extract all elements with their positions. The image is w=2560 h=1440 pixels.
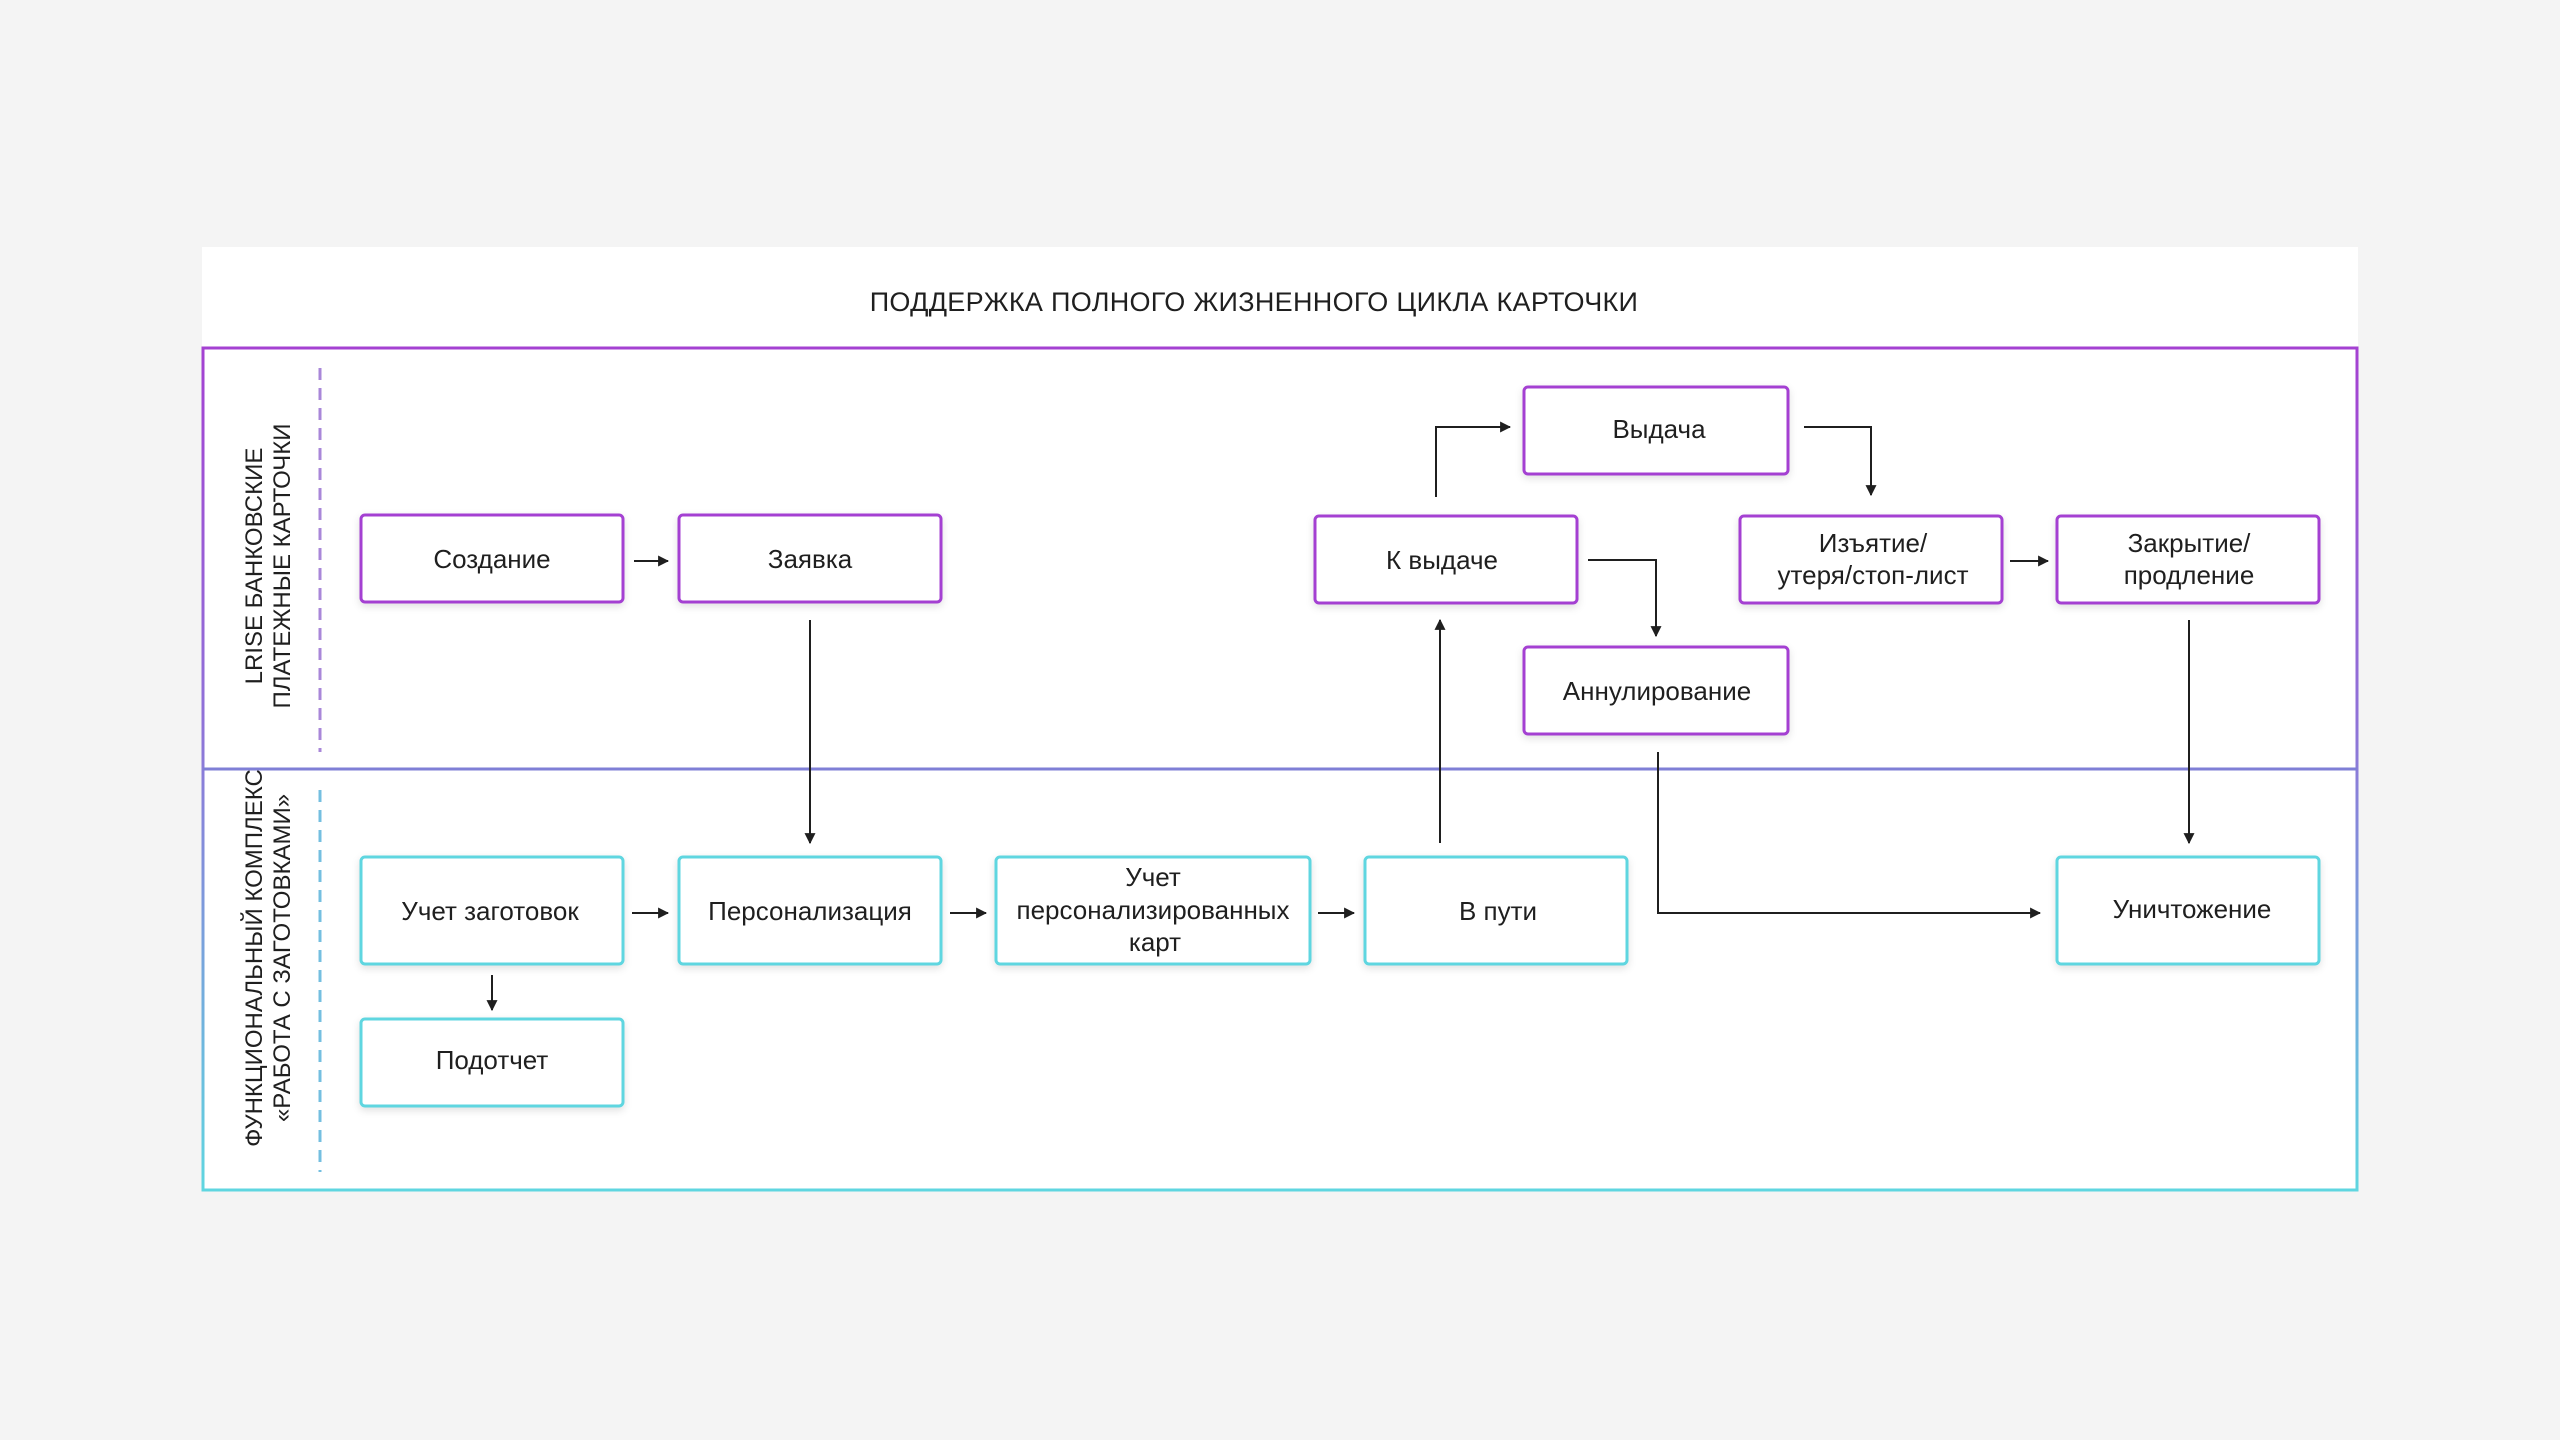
node-v-puti-label: В пути	[1459, 896, 1537, 926]
bottom-lane-label: ФУНКЦИОНАЛЬНЫЙ КОМПЛЕКС «РАБОТА С ЗАГОТО…	[240, 769, 296, 1147]
node-zakrytie-label-line1: Закрытие/	[2128, 528, 2252, 558]
arrow-k-vydache-to-vydacha	[1435, 421, 1512, 497]
node-izyatie[interactable]: Изъятие/ утеря/стоп-лист	[1738, 514, 2004, 605]
node-zakrytie[interactable]: Закрытие/ продление	[2055, 514, 2321, 605]
connectors	[486, 421, 2195, 1012]
top-lane-label-line2: ПЛАТЕЖНЫЕ КАРТОЧКИ	[269, 423, 296, 708]
node-zayavka[interactable]: Заявка	[677, 513, 943, 604]
arrow-annulirovanie-to-unichtozhenie	[1657, 752, 2042, 919]
node-izyatie-label-line2: утеря/стоп-лист	[1778, 560, 1969, 590]
bottom-lane-label-line1: ФУНКЦИОНАЛЬНЫЙ КОМПЛЕКС	[240, 769, 268, 1147]
node-k-vydache-label: К выдаче	[1386, 545, 1498, 575]
node-v-puti[interactable]: В пути	[1363, 855, 1629, 966]
node-uchet-zagotovok[interactable]: Учет заготовок	[359, 855, 625, 966]
bottom-lane-label-line2: «РАБОТА С ЗАГОТОВКАМИ»	[269, 794, 296, 1122]
node-vydacha-label: Выдача	[1612, 414, 1706, 444]
node-uchet-zagotovok-label: Учет заготовок	[401, 896, 579, 926]
node-unichtozhenie-label: Уничтожение	[2113, 894, 2272, 924]
node-uchet-pers-label-line2: персонализированных	[1016, 895, 1289, 925]
node-uchet-pers-label-line1: Учет	[1125, 862, 1181, 892]
node-uchet-pers[interactable]: Учет персонализированных карт	[994, 855, 1312, 966]
node-zakrytie-label-line2: продление	[2124, 560, 2255, 590]
node-personalizaciya[interactable]: Персонализация	[677, 855, 943, 966]
node-sozdanie-label: Создание	[433, 544, 550, 574]
top-lane-label: LRISE БАНКОВСКИЕ ПЛАТЕЖНЫЕ КАРТОЧКИ	[241, 423, 296, 708]
node-zayavka-label: Заявка	[768, 544, 853, 574]
diagram-title: ПОДДЕРЖКА ПОЛНОГО ЖИЗНЕННОГО ЦИКЛА КАРТО…	[870, 287, 1639, 317]
node-personalizaciya-label: Персонализация	[708, 896, 912, 926]
node-k-vydache[interactable]: К выдаче	[1313, 514, 1579, 605]
node-izyatie-label-line1: Изъятие/	[1819, 528, 1928, 558]
node-vydacha[interactable]: Выдача	[1522, 385, 1790, 476]
node-podotchet[interactable]: Подотчет	[359, 1017, 625, 1108]
arrow-vydacha-to-izyatie	[1804, 426, 1877, 497]
arrow-k-vydache-to-annulirovanie	[1588, 559, 1662, 638]
node-annulirovanie-label: Аннулирование	[1563, 676, 1751, 706]
node-uchet-pers-label-line3: карт	[1129, 927, 1181, 957]
node-annulirovanie[interactable]: Аннулирование	[1522, 645, 1790, 736]
top-lane-label-line1: LRISE БАНКОВСКИЕ	[241, 448, 268, 685]
node-podotchet-label: Подотчет	[436, 1045, 549, 1075]
node-unichtozhenie[interactable]: Уничтожение	[2055, 855, 2321, 966]
node-sozdanie[interactable]: Создание	[359, 513, 625, 604]
